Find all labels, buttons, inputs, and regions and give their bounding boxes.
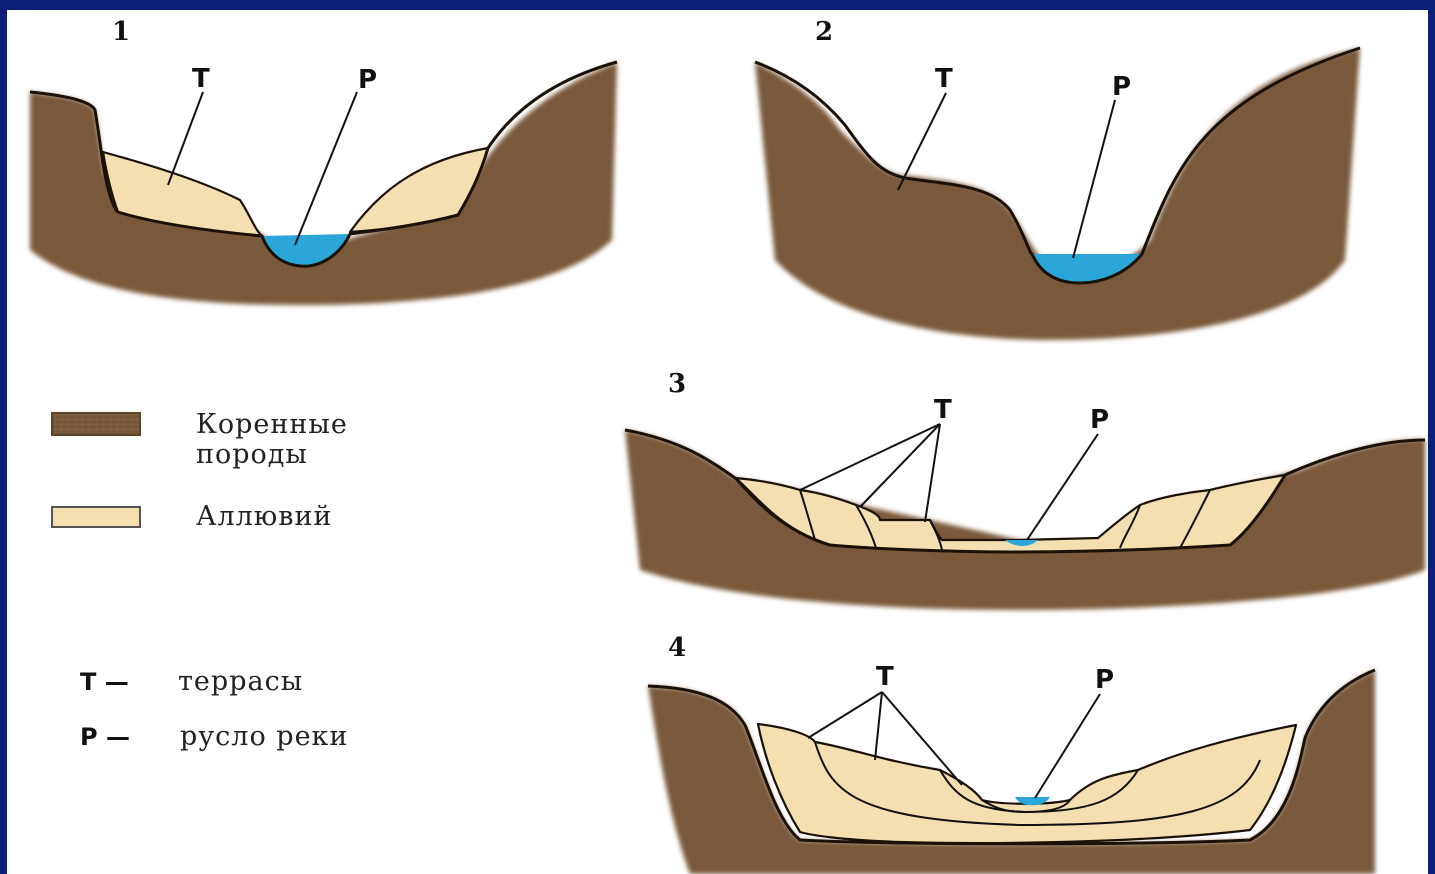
legend-alluvium: Аллювий <box>196 501 332 532</box>
river-terrace-diagram: 1 Т Р 2 Т Р 3 Т Р <box>7 10 1428 874</box>
bedrock-mass-2 <box>755 48 1360 340</box>
river-label-3: Р <box>1090 405 1109 435</box>
panel-1: 1 Т Р <box>30 17 617 305</box>
panel-number-1: 1 <box>112 17 130 47</box>
bedrock-mass-3 <box>625 430 1425 610</box>
panel-number-2: 2 <box>815 17 833 47</box>
terrace-leader-3b <box>860 424 940 507</box>
river-leader-3 <box>1027 434 1098 540</box>
legend-channel-key: Р — <box>80 723 130 751</box>
terrace-label-1: Т <box>192 64 210 94</box>
terrace-leader-1 <box>168 92 203 185</box>
terrace-leader-2 <box>898 93 946 190</box>
terrace-label-2: Т <box>935 64 953 94</box>
river-label-2: Р <box>1112 72 1131 102</box>
legend-terraces-text: террасы <box>178 666 303 697</box>
river-leader-2 <box>1073 100 1115 258</box>
terrace-leader-4b <box>875 692 882 760</box>
terrace-leader-3c <box>925 424 940 522</box>
terrace-leader-3a <box>800 424 940 490</box>
river-leader-4 <box>1035 694 1100 798</box>
legend-bedrock-line1: Коренные <box>196 409 348 440</box>
panel-4: 4 Т Р <box>648 633 1375 874</box>
terrace-label-4: Т <box>876 662 894 692</box>
legend-bedrock-line2: породы <box>196 439 308 470</box>
diagram-frame: 1 Т Р 2 Т Р 3 Т Р <box>7 10 1428 874</box>
legend-channel-text: русло реки <box>180 721 348 752</box>
river-leader-1 <box>295 92 357 245</box>
terrace-leader-4a <box>808 692 882 738</box>
legend: Коренные породы Аллювий Т — террасы Р — … <box>52 409 348 752</box>
bedrock-swatch <box>52 413 140 435</box>
terrace-label-3: Т <box>934 395 952 425</box>
legend-terraces-key: Т — <box>80 668 129 696</box>
river-label-4: Р <box>1095 665 1114 695</box>
panel-number-4: 4 <box>668 633 686 663</box>
panel-number-3: 3 <box>668 369 686 399</box>
river-label-1: Р <box>358 65 377 95</box>
alluvium-swatch <box>52 507 140 527</box>
panel-2: 2 Т Р <box>755 17 1360 340</box>
panel-3: 3 Т Р <box>625 369 1425 610</box>
